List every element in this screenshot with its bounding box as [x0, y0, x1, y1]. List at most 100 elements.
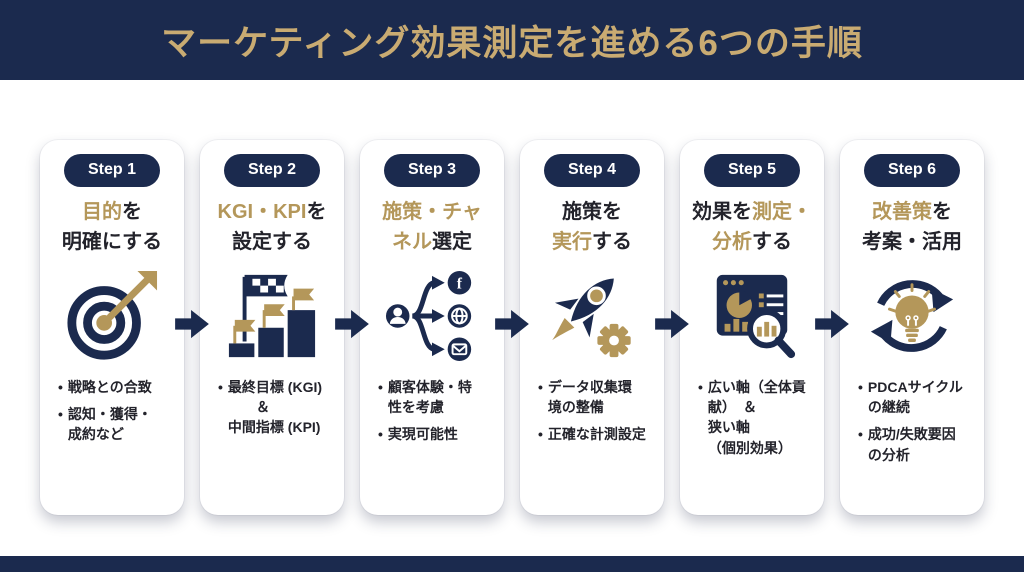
step-bullets: •PDCAサイクル の継続•成功/失敗要因 の分析	[850, 377, 974, 472]
step-arrow-icon	[335, 309, 369, 339]
bullet-item: •顧客体験・特 性を考慮	[376, 377, 492, 418]
step-title-segment: 実行	[552, 230, 592, 253]
step-arrow-icon	[495, 309, 529, 339]
step-arrow-icon	[655, 309, 689, 339]
bullet-text: 広い軸（全体貢 献） ＆ 狭い軸 （個別効果）	[707, 378, 806, 456]
step-title: 改善策を考案・活用	[862, 197, 962, 257]
step-bullets: •データ収集環 境の整備•正確な計測設定	[530, 377, 654, 452]
header-band: マーケティング効果測定を進める6つの手順	[0, 0, 1024, 80]
step-badge: Step 3	[383, 154, 480, 187]
step-title-segment: 改善策	[872, 200, 932, 223]
rocket-icon	[552, 278, 631, 357]
step-title-segment: を	[121, 200, 142, 223]
step-badge-label: Step 1	[87, 161, 136, 178]
step-title-line: 効果を測定・	[692, 197, 812, 227]
step-card: Step 4 施策を実行する •データ収集環 境の整備•正確な計測設定	[520, 140, 664, 515]
step-badge: Step 2	[223, 154, 320, 187]
bullet-text: データ収集環 境の整備	[547, 378, 632, 416]
step-badge-label: Step 3	[407, 161, 456, 178]
page-title: マーケティング効果測定を進める6つの手順	[161, 23, 863, 63]
bullet-text: 認知・獲得・ 成約など	[67, 406, 152, 443]
bullet-marker: •	[538, 378, 543, 395]
step-badge: Step 1	[63, 154, 160, 187]
step-title: KGI・KPIを設定する	[218, 197, 327, 257]
step-icon	[545, 263, 639, 369]
bullet-item: •最終目標 (KGI) ＆ 中間指標 (KPI)	[216, 377, 332, 438]
step-badge-label: Step 6	[887, 161, 936, 178]
step-card: Step 1 目的を明確にする •戦略との合致•認知・獲得・ 成約など	[40, 140, 184, 515]
bullet-text: 顧客体験・特 性を考慮	[387, 378, 472, 416]
step-title-line: 考案・活用	[862, 227, 962, 257]
step-title-segment: ネル	[392, 230, 432, 253]
step-card: Step 2 KGI・KPIを設定する •最終目標 (KGI) ＆ 中間指標 (…	[200, 140, 344, 515]
bullet-text: 成功/失敗要因 の分析	[867, 426, 956, 463]
step-title-segment: 明確にする	[61, 230, 163, 253]
bullet-text: 正確な計測設定	[547, 426, 646, 443]
step-title-segment: する	[592, 230, 632, 253]
step-title-segment: 測定・	[752, 200, 812, 223]
channels-icon: f	[385, 270, 472, 361]
step-title: 施策を実行する	[552, 197, 632, 257]
step-title-line: 明確にする	[62, 227, 162, 257]
bullet-marker: •	[858, 378, 863, 395]
step-badge-label: Step 4	[567, 161, 616, 178]
step-badge-label: Step 2	[247, 161, 296, 178]
step-title-line: 改善策を	[862, 197, 962, 227]
bullet-marker: •	[538, 426, 543, 443]
bullet-marker: •	[58, 406, 63, 423]
step-title: 目的を明確にする	[62, 197, 162, 257]
bullet-item: •戦略との合致	[56, 377, 172, 397]
pdca-bulb-icon	[870, 279, 954, 352]
bullet-item: •PDCAサイクル の継続	[856, 377, 972, 418]
step-icon	[705, 263, 799, 369]
step-title-line: 目的を	[62, 197, 162, 227]
bullet-text: 実現可能性	[387, 426, 458, 443]
step-title-segment: 設定する	[232, 230, 312, 253]
target-icon	[67, 270, 158, 360]
step-icon	[865, 263, 959, 369]
step-title-segment: KGI・KPI	[217, 200, 307, 223]
step-badge: Step 4	[543, 154, 640, 187]
step-title-segment: 考案・活用	[862, 230, 962, 253]
step-card: Step 5 効果を測定・分析する •広い軸（全体貢 献） ＆ 狭い軸 （個別効…	[680, 140, 824, 515]
step-bullets: •広い軸（全体貢 献） ＆ 狭い軸 （個別効果）	[690, 377, 814, 465]
bullet-text: 戦略との合致	[67, 378, 152, 395]
step-title-segment: 効果を	[692, 200, 752, 223]
footer-band	[0, 556, 1024, 572]
step-title: 効果を測定・分析する	[692, 197, 812, 257]
step-title-segment: 施策・チャ	[382, 200, 482, 223]
step-badge-label: Step 5	[727, 161, 776, 178]
step-card: Step 3 施策・チャネル選定 f •顧客体験・特 性を考慮 •実現可能性	[360, 140, 504, 515]
bullet-item: •データ収集環 境の整備	[536, 377, 652, 418]
bullet-marker: •	[58, 378, 63, 395]
step-title-line: 分析する	[692, 227, 812, 257]
bullet-item: •実現可能性	[376, 424, 492, 444]
bullet-item: •認知・獲得・ 成約など	[56, 404, 172, 445]
step-title-segment: 施策を	[562, 200, 622, 223]
step-icon: f	[385, 263, 479, 369]
step-bullets: •戦略との合致•認知・獲得・ 成約など	[50, 377, 174, 452]
step-title-segment: 選定	[432, 230, 472, 253]
bullet-marker: •	[378, 426, 383, 443]
step-title-segment: を	[932, 200, 952, 223]
step-title-line: 施策・チャ	[382, 197, 482, 227]
step-title-segment: 目的	[81, 200, 122, 223]
bullet-item: •正確な計測設定	[536, 424, 652, 444]
svg-text:f: f	[457, 275, 463, 292]
step-arrow-icon	[175, 309, 209, 339]
step-card: Step 6 改善策を考案・活用 •PDCAサイクル の継続•成功/失敗要因 の…	[840, 140, 984, 515]
step-arrow-icon	[815, 309, 849, 339]
step-title-segment: を	[306, 200, 327, 223]
step-title: 施策・チャネル選定	[382, 197, 482, 257]
step-title-line: 実行する	[552, 227, 632, 257]
bullet-item: •成功/失敗要因 の分析	[856, 424, 972, 465]
step-title-line: ネル選定	[382, 227, 482, 257]
bullet-marker: •	[858, 426, 863, 443]
analytics-icon	[716, 274, 796, 358]
step-title-line: 施策を	[552, 197, 632, 227]
step-title-line: 設定する	[218, 227, 327, 257]
step-bullets: •顧客体験・特 性を考慮 •実現可能性	[370, 377, 494, 452]
bullet-text: 最終目標 (KGI) ＆ 中間指標 (KPI)	[227, 378, 323, 436]
bullet-marker: •	[698, 378, 703, 395]
